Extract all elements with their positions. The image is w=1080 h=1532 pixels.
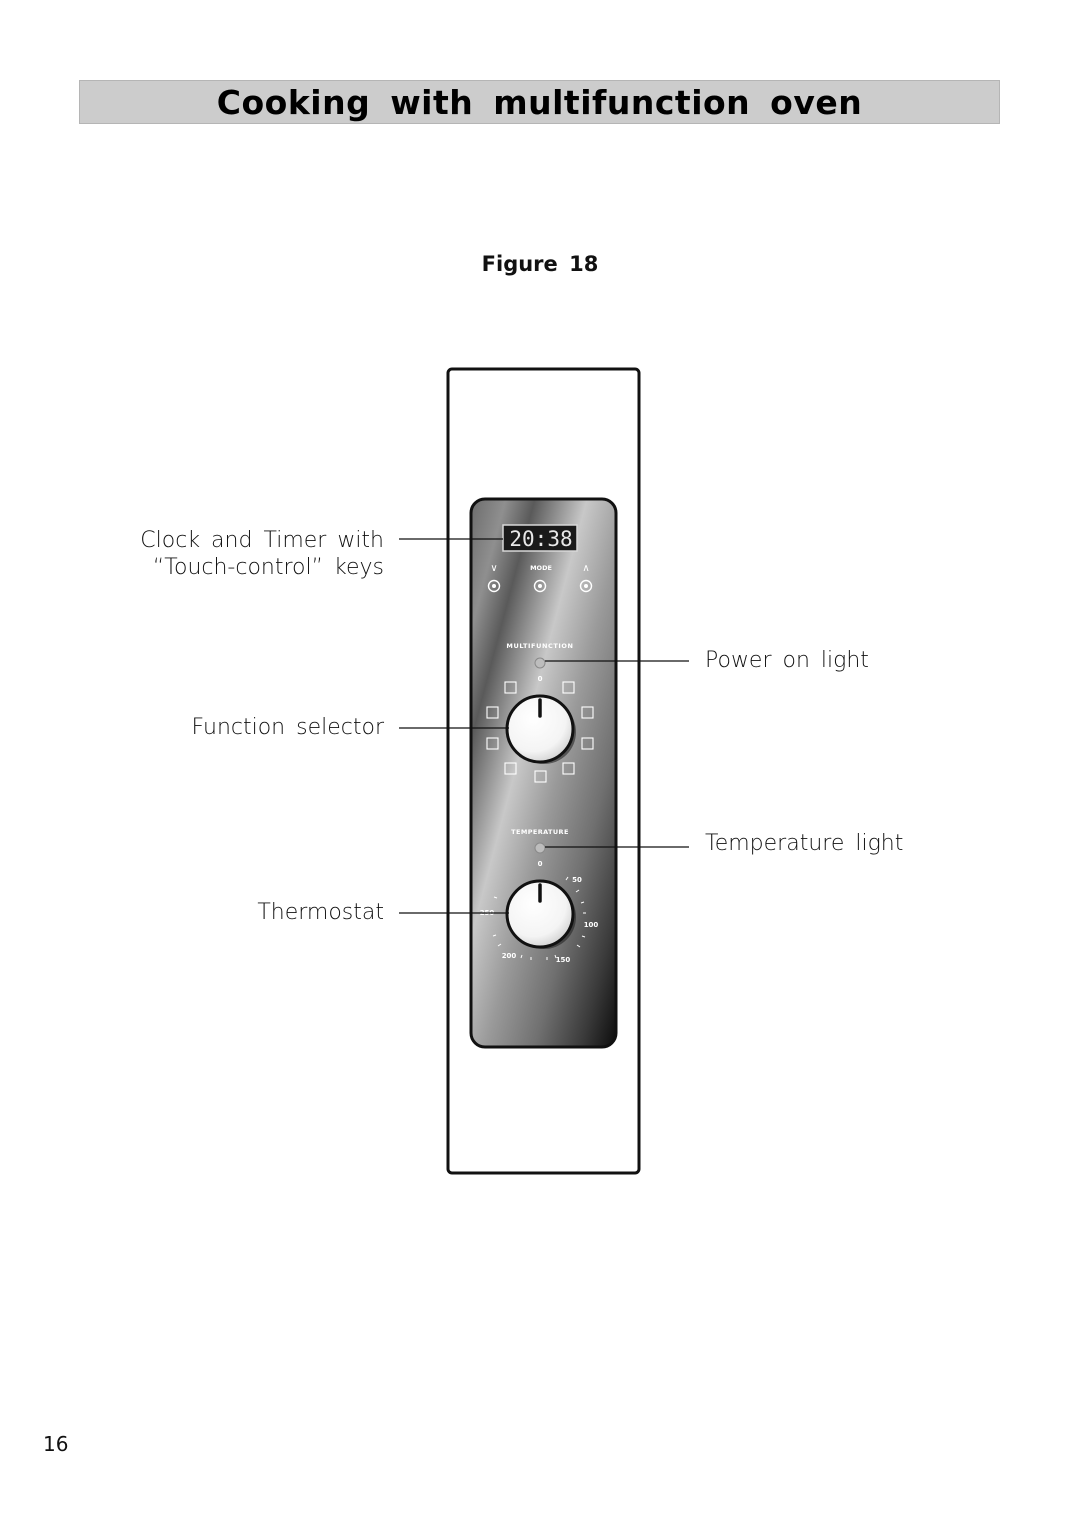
clock-display (502, 524, 578, 552)
function-pizza-icon (534, 770, 547, 783)
touch-key-up[interactable] (579, 579, 593, 593)
function-fan-grill-icon (486, 706, 499, 719)
figure-caption: Figure 18 (481, 252, 599, 276)
touch-key-down[interactable] (487, 579, 501, 593)
clock-digits: 20:38 (509, 527, 572, 551)
callout-clock-timer: Clock and Timer with “Touch-control” key… (100, 527, 384, 581)
thermostat-zero-mark: 0 (538, 860, 543, 868)
key-down-chevron-icon: ∨ (490, 563, 497, 574)
callout-clock-line2: “Touch-control” keys (152, 555, 384, 580)
title-bar: Cooking with multifunction oven (79, 80, 1000, 124)
callout-clock-line1: Clock and Timer with (140, 528, 384, 553)
multifunction-label: MULTIFUNCTION (506, 642, 573, 650)
scale-label-100: 100 (584, 921, 599, 929)
function-selector-knob[interactable] (505, 694, 576, 764)
touch-key-mode[interactable] (533, 579, 547, 593)
function-defrost-icon (562, 681, 575, 694)
callout-function-selector: Function selector (191, 715, 384, 740)
function-grill-icon (504, 681, 517, 694)
temperature-light (534, 842, 546, 854)
key-up-chevron-icon: ∧ (582, 563, 589, 574)
page-title: Cooking with multifunction oven (216, 83, 863, 122)
callout-thermostat: Thermostat (257, 900, 384, 925)
function-top-heat-icon (581, 706, 594, 719)
scale-label-50: 50 (572, 876, 582, 884)
thermostat-knob[interactable] (505, 879, 576, 949)
callout-power-on-light: Power on light (705, 648, 869, 673)
temperature-label: TEMPERATURE (511, 828, 569, 836)
scale-label-150: 150 (556, 956, 571, 964)
callout-temperature-light: Temperature light (705, 831, 904, 856)
mode-label: MODE (530, 564, 552, 572)
selector-zero-mark: 0 (538, 675, 543, 683)
page-number: 16 (43, 1432, 69, 1456)
function-fan-oven-icon (486, 737, 499, 750)
function-bottom-heat-icon (581, 737, 594, 750)
scale-label-200: 200 (502, 952, 517, 960)
function-turbo-icon (504, 762, 517, 775)
thermostat-scale-ticks (492, 876, 586, 960)
function-static-oven-icon (562, 762, 575, 775)
power-on-light (534, 657, 546, 669)
